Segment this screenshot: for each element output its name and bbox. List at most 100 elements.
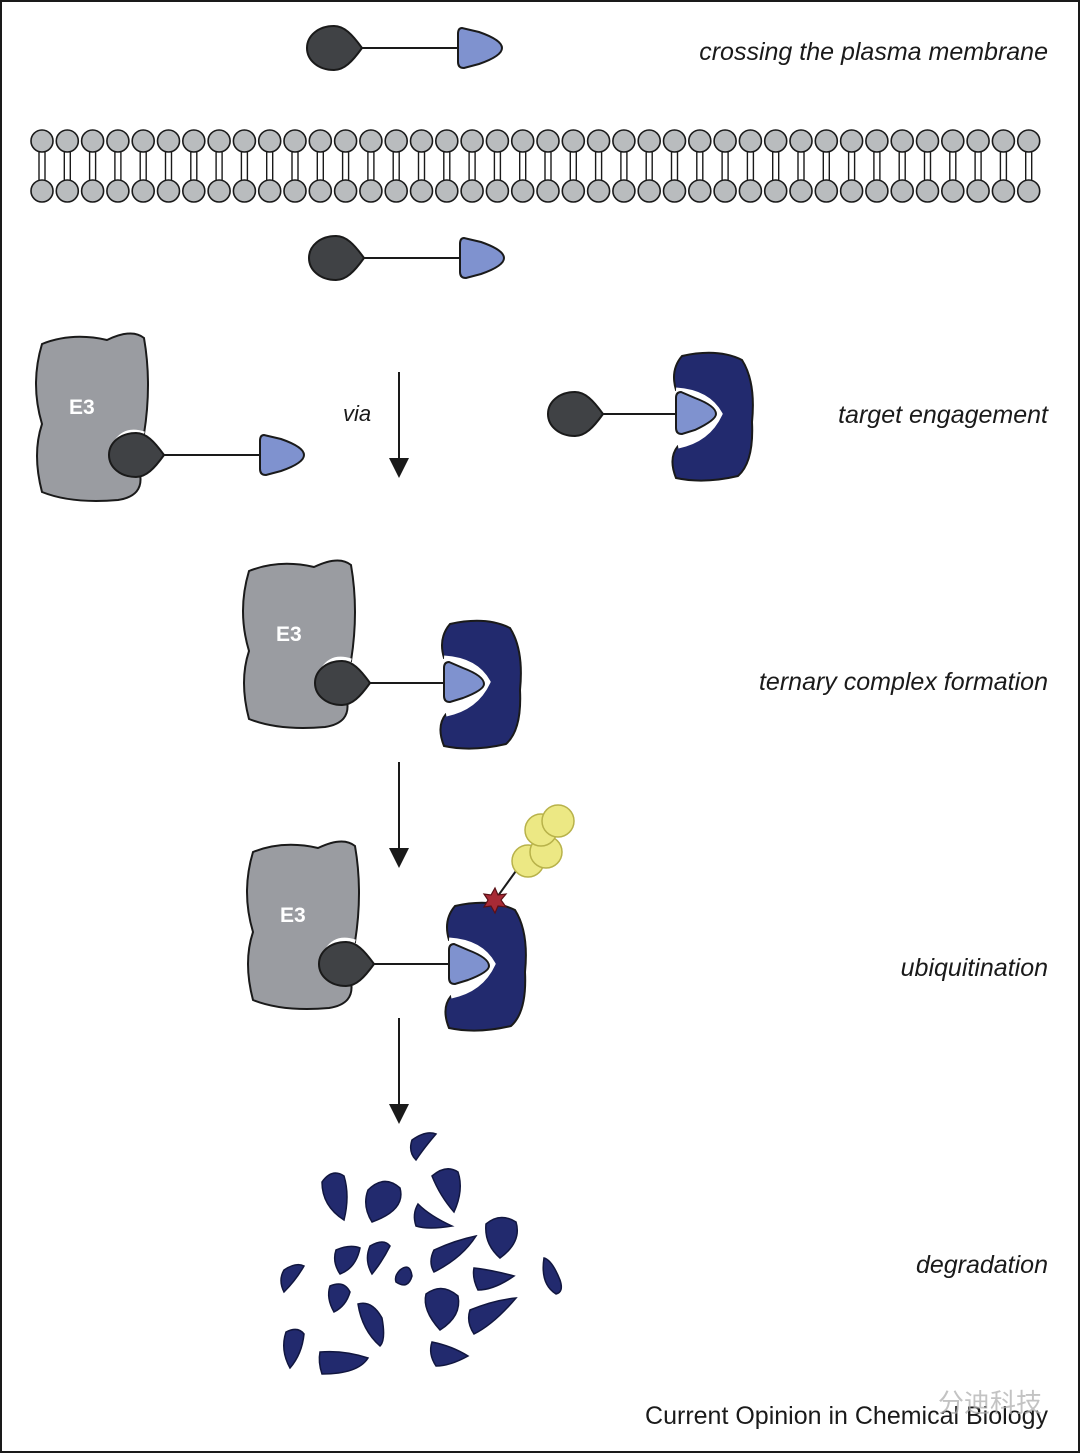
lipid-head bbox=[865, 129, 889, 153]
lipid-head bbox=[687, 129, 712, 153]
lipid-head bbox=[738, 129, 763, 153]
lipid-head bbox=[409, 129, 434, 153]
lipid-head bbox=[612, 179, 636, 203]
e3-label: E3 bbox=[276, 623, 302, 646]
lipid-head bbox=[283, 179, 307, 203]
lipid-head bbox=[637, 129, 662, 153]
e3-ligase-ubiquitination: E3 bbox=[247, 841, 359, 1009]
lipid-head bbox=[915, 129, 940, 153]
lipid-head bbox=[510, 179, 535, 203]
ubiquitin-chain bbox=[511, 804, 575, 878]
lipid-head bbox=[890, 179, 915, 203]
lipid-head bbox=[80, 179, 105, 203]
lipid-head bbox=[434, 179, 459, 203]
lipid-head bbox=[763, 129, 788, 153]
lipid-head bbox=[991, 179, 1016, 203]
protac-bound-e3 bbox=[108, 432, 305, 478]
lipid-head bbox=[789, 179, 813, 203]
protac-ubiquitination bbox=[317, 940, 448, 988]
lipid-head bbox=[359, 179, 383, 203]
lipid-head bbox=[384, 179, 409, 203]
e3-label: E3 bbox=[69, 396, 95, 419]
lipid-head bbox=[612, 129, 636, 153]
e3-ligase-engaged: E3 bbox=[36, 333, 148, 501]
lipid-head bbox=[485, 129, 510, 153]
lipid-head bbox=[80, 129, 105, 153]
lipid-head bbox=[55, 179, 80, 203]
lipid-head bbox=[207, 179, 231, 203]
lipid-head bbox=[409, 179, 434, 203]
lipid-head bbox=[536, 179, 560, 203]
lipid-head bbox=[308, 129, 333, 153]
lipid-head bbox=[814, 129, 839, 153]
lipid-head bbox=[966, 129, 990, 153]
lipid-head bbox=[333, 129, 358, 153]
lipid-head bbox=[586, 179, 611, 203]
lipid-head bbox=[207, 129, 231, 153]
e3-label: E3 bbox=[280, 904, 306, 927]
lipid-head bbox=[131, 179, 155, 203]
lipid-head bbox=[333, 179, 358, 203]
label-ternary-complex: ternary complex formation bbox=[759, 668, 1048, 696]
lipid-head bbox=[865, 179, 889, 203]
lipid-head bbox=[55, 129, 80, 153]
journal-credit: Current Opinion in Chemical Biology bbox=[645, 1402, 1048, 1430]
lipid-head bbox=[384, 129, 409, 153]
lipid-head bbox=[586, 129, 611, 153]
protac-warhead-side bbox=[546, 390, 675, 438]
lipid-head bbox=[359, 129, 383, 153]
lipid-head bbox=[713, 129, 737, 153]
lipid-head bbox=[763, 179, 788, 203]
lipid-head bbox=[890, 129, 915, 153]
lipid-head bbox=[232, 129, 257, 153]
lipid-head bbox=[30, 179, 54, 203]
lipid-head bbox=[460, 179, 484, 203]
protein-fragments bbox=[280, 1132, 563, 1375]
lipid-head bbox=[182, 179, 206, 203]
label-degradation: degradation bbox=[916, 1251, 1048, 1279]
label-crossing-membrane: crossing the plasma membrane bbox=[699, 38, 1048, 66]
label-target-engagement: target engagement bbox=[838, 401, 1049, 429]
protac-outside-cell bbox=[306, 25, 503, 71]
lipid-head bbox=[662, 179, 687, 203]
lipid-head bbox=[283, 129, 307, 153]
lipid-head bbox=[434, 129, 459, 153]
lipid-head bbox=[839, 179, 864, 203]
lipid-head bbox=[966, 179, 990, 203]
lipid-head bbox=[536, 129, 560, 153]
lipid-head bbox=[991, 129, 1016, 153]
lipid-head bbox=[510, 129, 535, 153]
via-label: via bbox=[343, 401, 371, 426]
lipid-head bbox=[561, 179, 586, 203]
lipid-head bbox=[257, 179, 282, 203]
ubiquitination-site-star bbox=[482, 886, 508, 915]
lipid-head bbox=[1016, 179, 1041, 203]
lipid-head bbox=[106, 129, 130, 153]
lipid-head bbox=[662, 129, 687, 153]
lipid-head bbox=[131, 129, 155, 153]
lipid-head bbox=[713, 179, 737, 203]
lipid-head bbox=[940, 179, 965, 203]
lipid-head bbox=[940, 129, 965, 153]
warhead-ternary bbox=[443, 660, 486, 704]
lipid-head bbox=[182, 129, 206, 153]
lipid-head bbox=[232, 179, 257, 203]
lipid-head bbox=[839, 129, 864, 153]
lipid-head bbox=[156, 179, 181, 203]
warhead-ubiquitination bbox=[448, 942, 491, 986]
lipid-head bbox=[789, 129, 813, 153]
warhead-in-target bbox=[675, 390, 718, 436]
plasma-membrane bbox=[30, 129, 1041, 203]
lipid-head bbox=[1016, 129, 1041, 153]
lipid-head bbox=[915, 179, 940, 203]
lipid-head bbox=[637, 179, 662, 203]
protac-inside-cell bbox=[308, 235, 505, 281]
lipid-head bbox=[814, 179, 839, 203]
e3-ligase-ternary: E3 bbox=[243, 560, 355, 728]
lipid-head bbox=[308, 179, 333, 203]
lipid-head bbox=[30, 129, 54, 153]
lipid-head bbox=[738, 179, 763, 203]
protac-ternary bbox=[313, 659, 444, 707]
